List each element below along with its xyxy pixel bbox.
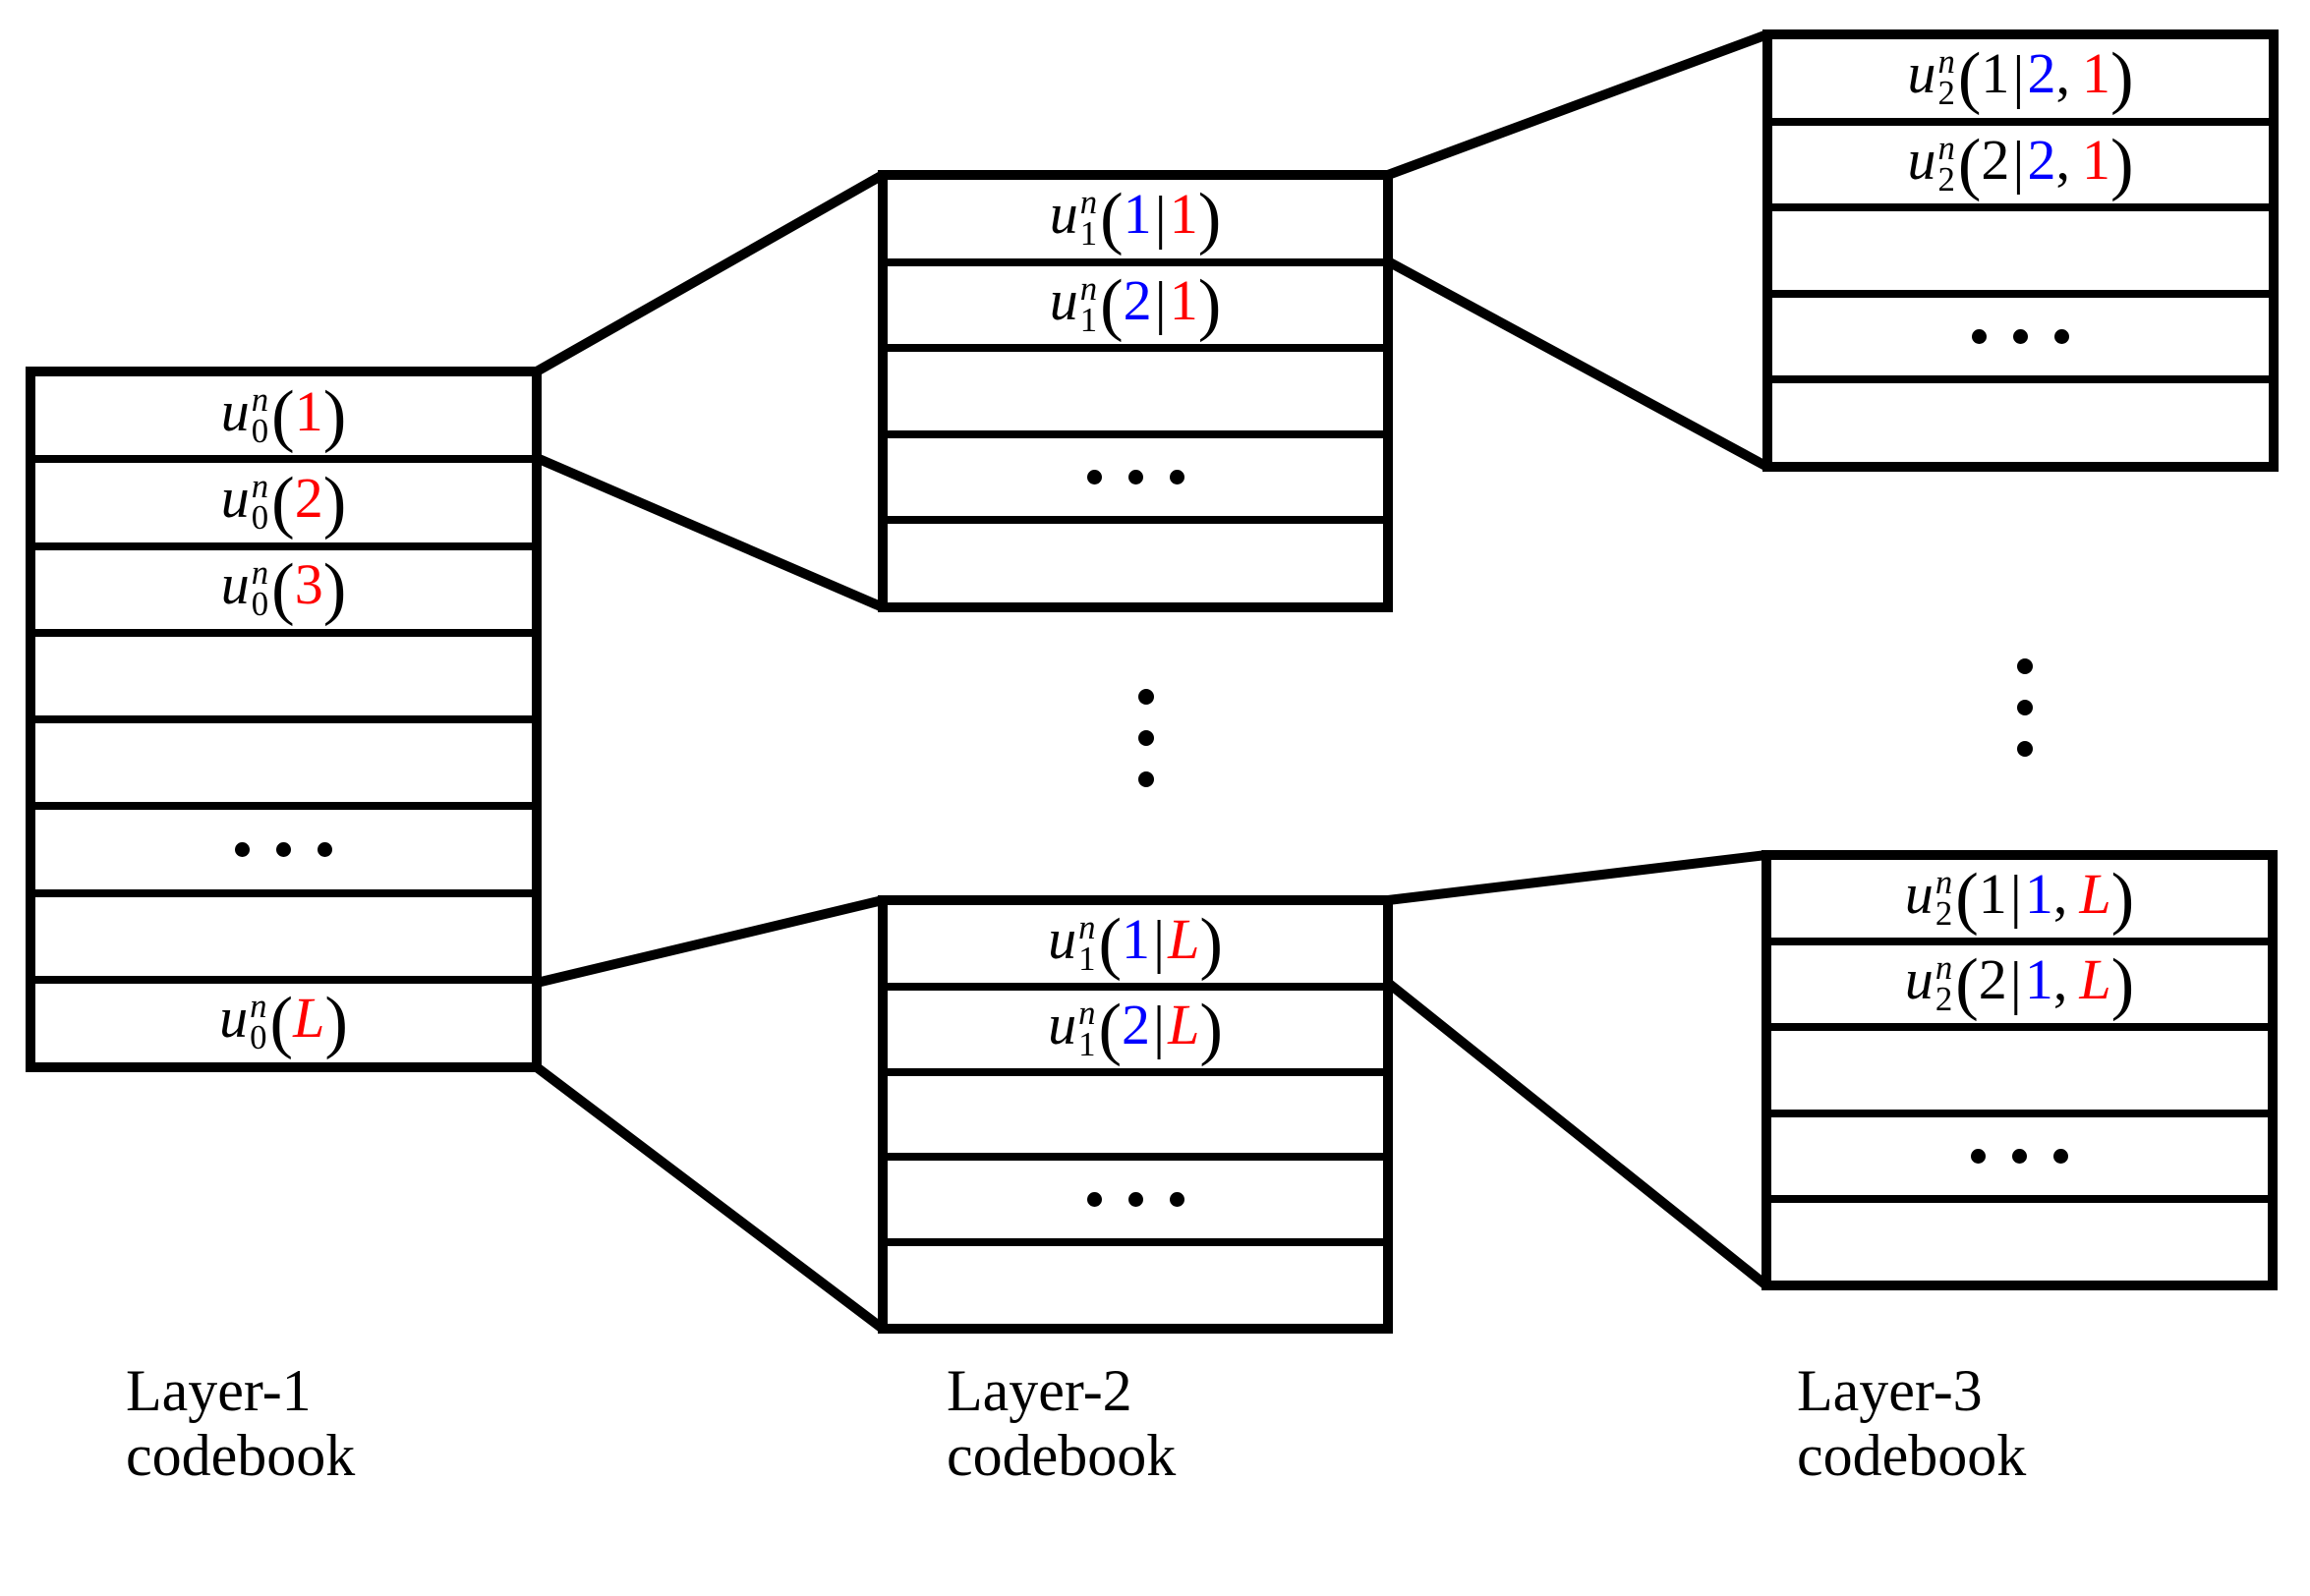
fan-line-l2bottom-row1-to-l3bottom-upper [1383, 850, 1771, 905]
layer1-codebook-row [35, 723, 532, 811]
ellipsis-dot [2054, 329, 2069, 345]
ellipsis-dot [1138, 730, 1154, 746]
layer3-top-codebook-row [1772, 211, 2269, 298]
horizontal-ellipsis [1086, 470, 1184, 485]
horizontal-ellipsis [1971, 1148, 2068, 1164]
ellipsis-dot [1138, 689, 1154, 705]
ellipsis-dot [1086, 1192, 1102, 1208]
caption-line: Layer-3 [1797, 1358, 1983, 1423]
caption-layer3-codebook: Layer-3 codebook [1797, 1358, 2026, 1488]
caption-line: codebook [1797, 1423, 2027, 1488]
fan-line-l2top-row1-to-l3top-upper [1383, 29, 1772, 180]
ellipsis-dot [1971, 1148, 1986, 1164]
ellipsis-dot [1138, 771, 1154, 787]
layer3-bottom-codebook-row [1771, 1031, 2268, 1117]
horizontal-ellipsis [1972, 329, 2069, 345]
horizontal-ellipsis [235, 841, 332, 857]
ellipsis-dot [235, 841, 250, 857]
vertical-ellipsis-layer2 [1138, 689, 1154, 787]
fan-line-l2top-row1-to-l3top-lower [1383, 256, 1772, 472]
ellipsis-dot [2017, 658, 2033, 674]
ellipsis-dot [1169, 470, 1184, 485]
caption-line: Layer-1 [126, 1358, 312, 1423]
layer1-codebook-row [35, 810, 532, 897]
ellipsis-dot [1086, 470, 1102, 485]
layer3-top-codebook-row [1772, 298, 2269, 384]
ellipsis-dot [2053, 1148, 2068, 1164]
fan-line-l1row1-to-l2top-lower [532, 453, 888, 612]
caption-line: Layer-2 [947, 1358, 1132, 1423]
ellipsis-dot [2013, 329, 2028, 345]
fan-line-l2bottom-row1-to-l3bottom-lower [1383, 978, 1771, 1290]
ellipsis-dot [1169, 1192, 1184, 1208]
layer3-bottom-codebook-row [1771, 1203, 2268, 1281]
ellipsis-dot [1127, 1192, 1143, 1208]
layer2-bottom-codebook-row [888, 1076, 1383, 1162]
caption-line: codebook [947, 1423, 1177, 1488]
layer1-codebook-row [35, 897, 532, 984]
layer2-top-codebook-row [888, 438, 1383, 525]
ellipsis-dot [1972, 329, 1987, 345]
ellipsis-dot [2012, 1148, 2027, 1164]
horizontal-ellipsis [1086, 1192, 1184, 1208]
fan-line-l1rowL-to-l2bottom-upper [532, 895, 888, 988]
ellipsis-dot [276, 841, 291, 857]
caption-line: codebook [126, 1423, 356, 1488]
layer2-bottom-codebook-row [888, 1246, 1383, 1324]
layer3-top-codebook-row [1772, 383, 2269, 462]
caption-layer2-codebook: Layer-2 codebook [947, 1358, 1176, 1488]
vertical-ellipsis-layer3 [2017, 658, 2033, 757]
layer2-bottom-codebook-row [888, 1161, 1383, 1247]
layer2-top-codebook-row [888, 524, 1383, 602]
ellipsis-dot [2017, 741, 2033, 757]
layer3-bottom-codebook-row [1771, 1117, 2268, 1203]
layer1-codebook-row [35, 637, 532, 723]
fan-line-l1rowL-to-l2bottom-lower [532, 1062, 888, 1334]
ellipsis-dot [1127, 470, 1143, 485]
fan-line-l1row1-to-l2top-upper [532, 170, 888, 376]
ellipsis-dot [318, 841, 332, 857]
layer2-top-codebook-row [888, 352, 1383, 438]
ellipsis-dot [2017, 700, 2033, 715]
caption-layer1-codebook: Layer-1 codebook [126, 1358, 355, 1488]
